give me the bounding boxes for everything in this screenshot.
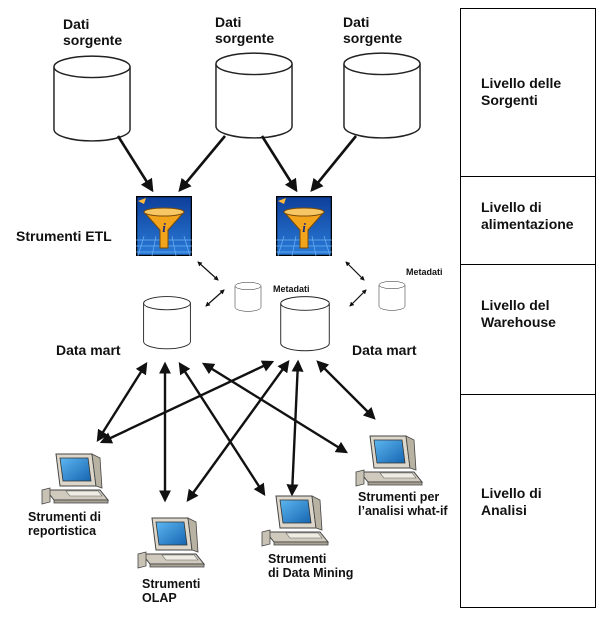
- source-cylinder-2: [215, 52, 293, 139]
- level-sources: Livello delle Sorgenti: [461, 9, 595, 177]
- metadata-label-2: Metadati: [406, 267, 443, 277]
- level-warehouse: Livello del Warehouse: [461, 265, 595, 395]
- reporting-computer-icon: [41, 453, 109, 505]
- arrow-source2-etl1: [178, 135, 226, 192]
- source-cylinder-1: [53, 55, 131, 142]
- analysis-arrows: [96, 359, 376, 503]
- olap-label: Strumenti OLAP: [142, 577, 201, 605]
- level-analysis-label: Livello di Analisi: [481, 485, 542, 518]
- arrow-etl2-metadata: [345, 261, 365, 281]
- source-cylinder-3: [343, 52, 421, 139]
- whatif-computer-icon: [355, 435, 423, 487]
- level-analysis: Livello di Analisi: [461, 395, 595, 607]
- metadata-arrows: [197, 261, 367, 307]
- etl-tool-icon-1: [136, 196, 192, 256]
- datamart-label-2: Data mart: [352, 342, 417, 358]
- source-etl-arrows: [116, 135, 358, 193]
- olap-computer-icon: [137, 517, 205, 569]
- datamart-label-1: Data mart: [56, 342, 121, 358]
- arrow-metadata-datamart1: [205, 289, 225, 307]
- arrow-metadata-datamart2: [349, 289, 367, 307]
- datamining-label: Strumenti di Data Mining: [268, 552, 354, 580]
- level-warehouse-label: Livello del Warehouse: [481, 297, 556, 330]
- etl-label: Strumenti ETL: [16, 228, 112, 244]
- source-label-3: Dati sorgente: [343, 14, 403, 46]
- metadata-cylinder-1: [234, 281, 262, 312]
- level-feeding-label: Livello di alimentazione: [481, 199, 574, 232]
- whatif-label: Strumenti per l’analisi what-if: [358, 490, 448, 518]
- metadata-label-1: Metadati: [273, 284, 310, 294]
- source-label-2: Dati sorgente: [215, 14, 275, 46]
- etl-tool-icon-2: [276, 196, 332, 256]
- reporting-label: Strumenti di reportistica: [28, 510, 101, 538]
- arrow-source3-etl2: [310, 135, 358, 193]
- arrow-source2-etl2: [260, 135, 298, 193]
- arrow-dm1-reporting: [96, 361, 148, 443]
- level-feeding: Livello di alimentazione: [461, 177, 595, 265]
- datamart-cylinder-1: [143, 296, 191, 350]
- arrow-dm2-whatif: [316, 360, 376, 420]
- source-label-1: Dati sorgente: [63, 16, 123, 48]
- arrow-dm1-whatif: [201, 362, 349, 454]
- arrow-dm2-olap: [186, 360, 290, 502]
- arrow-dm1-datamining: [178, 361, 266, 497]
- levels-column: Livello delle Sorgenti Livello di alimen…: [460, 8, 596, 608]
- arrow-source1-etl1: [116, 135, 154, 193]
- datamart-cylinder-2: [280, 296, 330, 352]
- datamining-computer-icon: [261, 495, 329, 547]
- level-sources-label: Livello delle Sorgenti: [481, 75, 562, 108]
- arrow-etl1-metadata: [197, 261, 219, 281]
- arrow-dm2-datamining: [286, 359, 304, 497]
- metadata-cylinder-2: [378, 280, 406, 311]
